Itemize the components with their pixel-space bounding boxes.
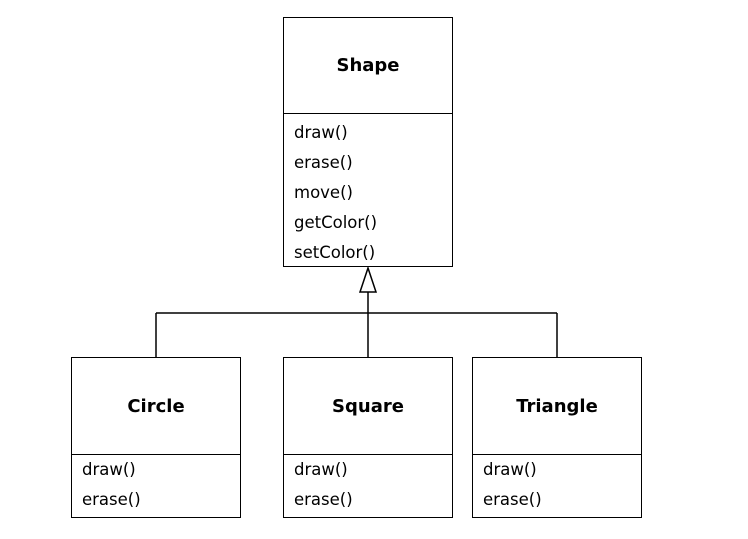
method: erase() (294, 490, 353, 509)
class-name: Square (284, 358, 452, 455)
method: erase() (82, 490, 141, 509)
method: move() (294, 183, 353, 202)
method: erase() (294, 153, 353, 172)
class-circle: Circle draw() erase() (71, 357, 241, 518)
method: draw() (294, 460, 348, 479)
method: draw() (483, 460, 537, 479)
method-list: draw() erase() (284, 455, 452, 515)
method-list: draw() erase() (72, 455, 240, 515)
method: setColor() (294, 243, 376, 262)
class-triangle: Triangle draw() erase() (472, 357, 642, 518)
method: draw() (82, 460, 136, 479)
method: erase() (483, 490, 542, 509)
class-name: Triangle (473, 358, 641, 455)
class-square: Square draw() erase() (283, 357, 453, 518)
class-shape: Shape draw() erase() move() getColor() s… (283, 17, 453, 267)
method-list: draw() erase() move() getColor() setColo… (284, 114, 452, 268)
method: draw() (294, 123, 348, 142)
class-name: Shape (284, 18, 452, 114)
generalization-arrowhead (358, 265, 378, 293)
method-list: draw() erase() (473, 455, 641, 515)
method: getColor() (294, 213, 378, 232)
class-name: Circle (72, 358, 240, 455)
